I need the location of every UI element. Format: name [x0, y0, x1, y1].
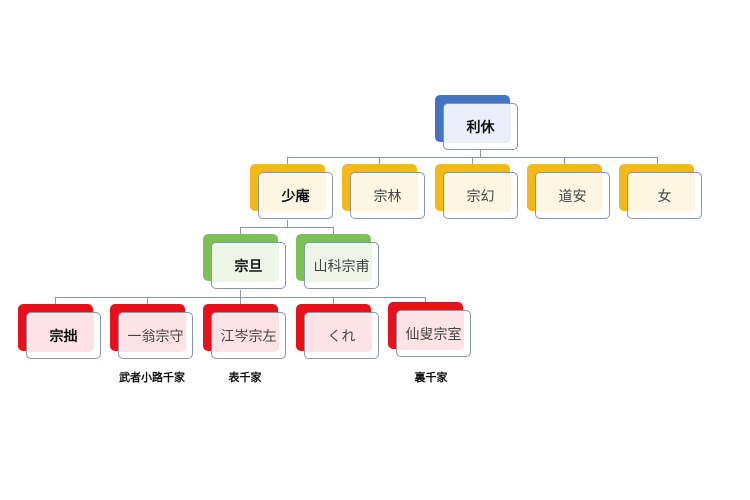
connector — [333, 297, 334, 305]
node-label: 道安 — [558, 188, 587, 205]
node-label: 仙叟宗室 — [405, 326, 462, 343]
node-box: 仙叟宗室 — [396, 310, 471, 357]
connector — [55, 297, 56, 305]
node-box: 女 — [627, 172, 702, 219]
node-box: 山科宗甫 — [304, 242, 379, 289]
node-label: 女 — [657, 188, 672, 205]
connector — [147, 297, 148, 305]
connector — [240, 290, 241, 298]
node-kure: くれ — [296, 304, 380, 360]
node-label: 利休 — [466, 119, 495, 136]
node-sosetsu: 宗拙 — [18, 304, 102, 360]
node-kosin-sosa: 江岑宗左 — [203, 304, 287, 360]
node-box: 江岑宗左 — [211, 312, 286, 359]
connector — [472, 157, 473, 165]
node-box: 一翁宗守 — [118, 312, 193, 359]
connector — [379, 157, 380, 165]
node-doan: 道安 — [527, 164, 611, 220]
node-box: くれ — [304, 312, 379, 359]
node-label: 江岑宗左 — [220, 328, 277, 345]
connector — [287, 220, 288, 228]
node-label: 宗旦 — [234, 258, 263, 275]
node-yamashina-soho: 山科宗甫 — [296, 234, 380, 290]
connector — [564, 157, 565, 165]
node-box: 宗幻 — [443, 172, 518, 219]
node-box: 少庵 — [258, 172, 333, 219]
node-label: 宗幻 — [466, 188, 495, 205]
node-daughter: 女 — [619, 164, 703, 220]
connector — [657, 157, 658, 165]
caption-urasenke: 裏千家 — [414, 371, 448, 384]
node-label: くれ — [327, 328, 356, 345]
node-rikyu: 利休 — [435, 95, 519, 151]
connector — [240, 297, 241, 305]
node-sorin: 宗林 — [342, 164, 426, 220]
node-sogen: 宗幻 — [435, 164, 519, 220]
caption-mushakojisenke: 武者小路千家 — [119, 371, 185, 384]
caption-omotesenke: 表千家 — [228, 371, 262, 384]
node-box: 宗林 — [350, 172, 425, 219]
node-box: 利休 — [443, 103, 518, 150]
connector — [425, 297, 426, 303]
node-box: 宗拙 — [26, 312, 101, 359]
node-label: 少庵 — [281, 188, 310, 205]
node-sotan: 宗旦 — [203, 234, 287, 290]
node-box: 宗旦 — [211, 242, 286, 289]
connector — [480, 150, 481, 158]
connector — [240, 227, 241, 235]
node-label: 宗拙 — [49, 328, 78, 345]
node-shoan: 少庵 — [250, 164, 334, 220]
connector — [287, 157, 288, 165]
node-box: 道安 — [535, 172, 610, 219]
node-label: 山科宗甫 — [313, 258, 370, 275]
node-sensho-soshitsu: 仙叟宗室 — [388, 302, 472, 358]
node-ichio-soshu: 一翁宗守 — [110, 304, 194, 360]
connector — [240, 227, 334, 228]
connector — [333, 227, 334, 235]
node-label: 一翁宗守 — [127, 328, 184, 345]
node-label: 宗林 — [373, 188, 402, 205]
